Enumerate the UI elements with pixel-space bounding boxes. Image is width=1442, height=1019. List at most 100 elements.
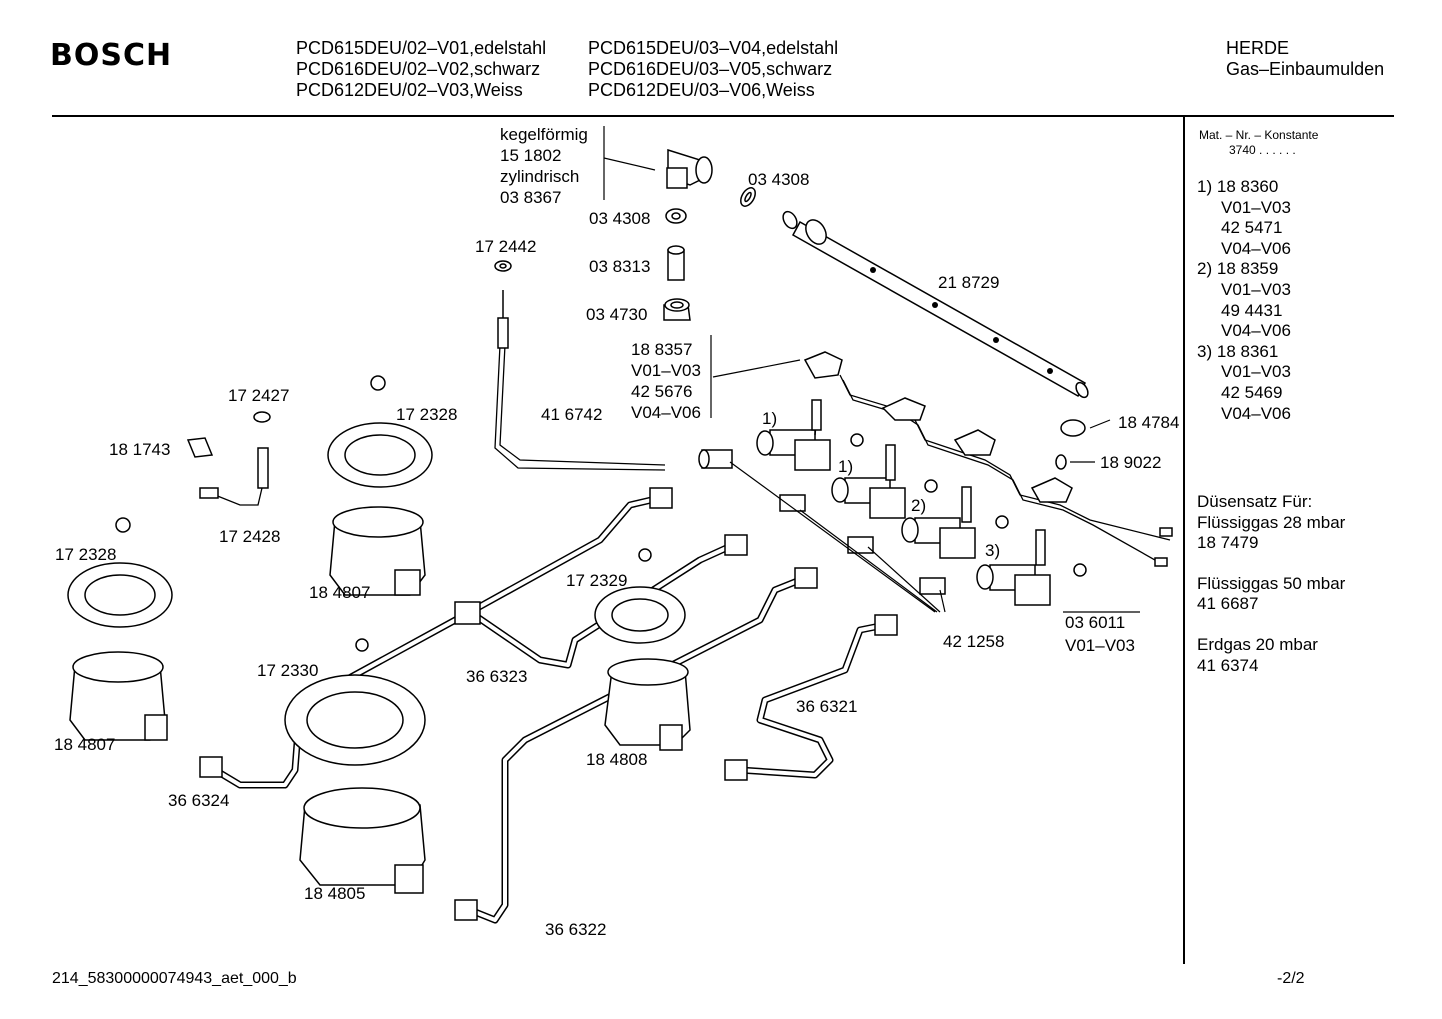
burner-housing-c (604, 658, 691, 751)
ignition-electrode (186, 437, 269, 506)
variant-line: 49 4431 (1221, 300, 1283, 320)
mat-constant: Mat. – Nr. – Konstante 3740 . . . . . . (1199, 128, 1318, 158)
label-366323: 36 6323 (466, 667, 527, 686)
model-list-03: PCD615DEU/03–V04,edelstahl PCD616DEU/03–… (588, 38, 838, 101)
category-block: HERDE Gas–Einbaumulden (1226, 38, 1384, 80)
gas-valve-1b (831, 444, 906, 519)
page-number: -2/2 (1277, 970, 1305, 987)
brand-logo: BOSCH (50, 38, 173, 73)
model-line: PCD615DEU/03–V04,edelstahl (588, 38, 839, 58)
label-one-a: 1) (762, 409, 777, 428)
label-184807b: 18 4807 (54, 735, 115, 754)
variant-part: 18 8360 (1216, 177, 1279, 196)
model-line: PCD615DEU/02–V01,edelstahl (296, 38, 547, 58)
gas-valve-1a (756, 399, 831, 471)
label-v0103b: V01–V03 (1065, 636, 1135, 655)
ignition-harness (712, 351, 1173, 567)
burner-ring-large (284, 674, 426, 766)
label-188357: 18 8357 (631, 340, 692, 359)
nozzle-fittings (698, 419, 1140, 613)
label-one-b: 1) (838, 457, 853, 476)
nozzle-label: Erdgas 20 mbar (1197, 634, 1318, 654)
burner-housing-a (329, 506, 426, 596)
model-line: PCD612DEU/02–V03,Weiss (296, 80, 523, 100)
gas-rail-218729 (782, 210, 1089, 399)
leader-line (1089, 419, 1111, 429)
label-416742: 41 6742 (541, 405, 602, 424)
category: HERDE (1226, 38, 1290, 58)
nozzle-number: 41 6374 (1197, 655, 1259, 675)
model-list-02: PCD615DEU/02–V01,edelstahl PCD616DEU/02–… (296, 38, 546, 101)
burner-housing-b (69, 651, 168, 741)
label-v0103a: V01–V03 (631, 361, 701, 380)
label-172328b: 17 2328 (55, 545, 116, 564)
label-038313: 03 8313 (589, 257, 650, 276)
model-line: PCD616DEU/03–V05,schwarz (588, 59, 833, 79)
label-034730: 03 4730 (586, 305, 647, 324)
variant-line: 42 5469 (1221, 382, 1283, 402)
variant-num: 3) (1197, 341, 1213, 361)
thermocouple-probe (497, 290, 509, 349)
label-172427: 17 2427 (228, 386, 289, 405)
burner-housing-d (299, 787, 426, 894)
label-034308b: 03 4308 (589, 209, 650, 228)
label-kegel: kegelförmig (500, 125, 588, 144)
label-038367: 03 8367 (500, 188, 561, 207)
burner-ring-left (67, 562, 173, 628)
sidebar-divider (1183, 116, 1185, 964)
nozzle-sets: Düsensatz Für: Flüssiggas 28 mbar 18 747… (1197, 492, 1345, 676)
variant-line: V04–V06 (1221, 403, 1291, 423)
label-172329: 17 2329 (566, 571, 627, 590)
mat-value: 3740 . . . . . . (1229, 143, 1296, 157)
nozzle-number: 41 6687 (1197, 594, 1259, 614)
variant-part: 18 8359 (1216, 259, 1279, 279)
label-184808: 18 4808 (586, 750, 647, 769)
label-421258: 42 1258 (943, 632, 1004, 651)
label-172428: 17 2428 (219, 527, 280, 546)
label-425676: 42 5676 (631, 382, 692, 401)
header-divider (52, 115, 1394, 117)
label-189022: 18 9022 (1100, 453, 1161, 472)
variant-line: V04–V06 (1221, 238, 1291, 258)
gas-valve-3 (976, 529, 1051, 606)
gas-valve-2 (901, 486, 976, 559)
label-172442: 17 2442 (475, 237, 536, 256)
pipe-unions (199, 487, 898, 921)
label-two: 2) (911, 496, 926, 515)
elbow-connector (603, 148, 713, 189)
nozzle-label: Flüssiggas 28 mbar (1197, 512, 1346, 532)
label-366322: 36 6322 (545, 920, 606, 939)
label-151802: 15 1802 (500, 146, 561, 165)
mat-title: Mat. – Nr. – Konstante (1199, 128, 1319, 142)
exploded-parts-diagram: kegelförmig 15 1802 zylindrisch 03 8367 … (54, 125, 1179, 939)
variant-row: 3) 18 8361 (1197, 342, 1291, 363)
label-184807a: 18 4807 (309, 583, 370, 602)
model-line: PCD616DEU/02–V02,schwarz (296, 59, 541, 79)
subcategory: Gas–Einbaumulden (1226, 59, 1385, 79)
label-218729: 21 8729 (938, 273, 999, 292)
label-zylinder: zylindrisch (500, 167, 579, 186)
label-three: 3) (985, 541, 1000, 560)
label-172328a: 17 2328 (396, 405, 457, 424)
screws (115, 375, 652, 652)
burner-ring-top (327, 422, 433, 488)
label-034308a: 03 4308 (748, 170, 809, 189)
variant-line: 42 5471 (1221, 218, 1283, 238)
label-366321: 36 6321 (796, 697, 857, 716)
document-id: 214_58300000074943_aet_000_b (52, 970, 297, 987)
variant-row: 1) 18 8360 (1197, 177, 1291, 198)
nozzle-title: Düsensatz Für: (1197, 492, 1313, 511)
variant-list: 1) 18 8360 V01–V03 42 5471 V04–V06 2) 18… (1197, 177, 1291, 424)
variant-num: 2) (1197, 259, 1213, 279)
variant-part: 18 8361 (1216, 341, 1279, 361)
label-184784: 18 4784 (1118, 413, 1179, 432)
label-036011: 03 6011 (1065, 613, 1125, 632)
variant-line: V01–V03 (1221, 197, 1291, 217)
variant-line: V01–V03 (1221, 279, 1291, 299)
label-v0406a: V04–V06 (631, 403, 701, 422)
variant-line: V04–V06 (1221, 321, 1291, 341)
variant-row: 2) 18 8359 (1197, 259, 1291, 280)
variant-num: 1) (1197, 177, 1213, 196)
nozzle-label: Flüssiggas 50 mbar (1197, 573, 1346, 593)
variant-line: V01–V03 (1221, 362, 1291, 382)
